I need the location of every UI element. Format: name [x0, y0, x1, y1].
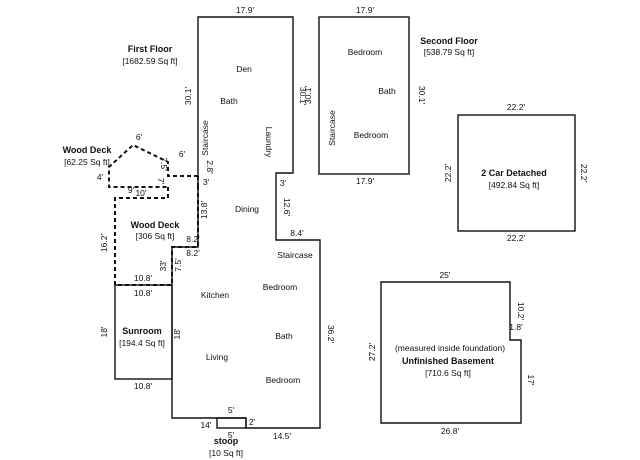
first-floor-dim-5a: 5' [228, 405, 235, 415]
basement-dim-top: 25' [439, 270, 450, 280]
basement-dim-right: 17' [526, 374, 536, 385]
wood-deck-small-title: Wood Deck [63, 145, 113, 155]
room-bedroom-1: Bedroom [263, 282, 298, 292]
basement-dim-left: 27.2' [367, 343, 377, 362]
garage-title: 2 Car Detached [481, 168, 547, 178]
garage-outline [457, 114, 576, 232]
wood-deck-small-dim-side: 7' [156, 178, 166, 185]
first-floor-dim-8-2a: 8.2' [186, 234, 200, 244]
wood-deck-small-dim-diag: 7.5' [159, 157, 169, 171]
sunroom-dim-top: 10.8' [134, 288, 153, 298]
garage-dim-bottom: 22.2' [507, 233, 526, 243]
wood-deck-small-dim-left: 4' [97, 172, 104, 182]
room-bath-lower: Bath [275, 331, 293, 341]
basement-dim-notch-top: 10.2' [516, 302, 526, 321]
first-floor-dim-13-8: 13.8' [199, 201, 209, 220]
first-floor-dim-right-upper: 30.1' [298, 87, 308, 106]
stoop-title: stoop [214, 436, 239, 446]
basement-area: [710.6 Sq ft] [425, 368, 471, 378]
second-room-staircase: Staircase [327, 110, 337, 146]
wood-deck-small-area: [62.25 Sq ft] [64, 157, 110, 167]
first-floor-dim-7-5-inner: 7.5' [173, 258, 183, 272]
sunroom-dim-left: 18' [99, 326, 109, 337]
second-floor-area: [538.79 Sq ft] [424, 47, 475, 57]
room-den: Den [236, 64, 252, 74]
wood-deck-small-dim-bottom: 9' [128, 185, 135, 195]
wood-deck-small-outline [108, 143, 198, 188]
wood-deck-small-dim-right-top: 6' [179, 149, 186, 159]
basement-dim-bottom: 26.8' [441, 426, 460, 436]
wood-deck-large-title: Wood Deck [131, 220, 181, 230]
garage-area: [492.84 Sq ft] [489, 180, 540, 190]
wood-deck-large-dim-top: 10' [135, 188, 146, 198]
second-room-bedroom-2: Bedroom [354, 130, 389, 140]
garage-dim-right: 22.2' [579, 164, 589, 183]
first-floor-dim-3b: 3' [203, 177, 210, 187]
room-bath-upper: Bath [220, 96, 238, 106]
room-staircase-left: Staircase [200, 120, 210, 156]
wood-deck-small-dim-2-8: 2.8' [205, 160, 215, 174]
first-floor-dim-2: 2' [249, 417, 256, 427]
second-floor-outline [318, 16, 410, 175]
first-floor-dim-8-4: 8.4' [290, 228, 304, 238]
first-floor-dim-8-2b: 8.2' [186, 248, 200, 258]
wood-deck-large-outline [114, 187, 199, 286]
first-floor-dim-left-upper: 30.1' [183, 87, 193, 106]
sunroom-outline [114, 284, 173, 380]
sunroom-area: [194.4 Sq ft] [119, 338, 165, 348]
room-living: Living [206, 352, 228, 362]
basement-dim-notch-side: 1.8' [509, 322, 523, 332]
room-laundry: Laundry [264, 127, 274, 158]
second-floor-dim-right: 30.1' [417, 86, 427, 105]
room-kitchen: Kitchen [201, 290, 230, 300]
second-room-bedroom-1: Bedroom [348, 47, 383, 57]
first-floor-title: First Floor [128, 44, 173, 54]
wood-deck-large-dim-left: 16.2' [99, 234, 109, 253]
first-floor-dim-top: 17.9' [236, 5, 255, 15]
wood-deck-large-area: [306 Sq ft] [136, 231, 175, 241]
second-floor-dim-top: 17.9' [356, 5, 375, 15]
second-room-bath: Bath [378, 86, 396, 96]
wood-deck-small-dim-top: 6' [136, 132, 143, 142]
first-floor-dim-5b: 5' [228, 430, 235, 440]
first-floor-dim-18-inner: 18' [172, 328, 182, 339]
first-floor-dim-12-6: 12.6' [282, 198, 292, 217]
sunroom-title: Sunroom [122, 326, 162, 336]
room-bedroom-2: Bedroom [266, 375, 301, 385]
basement-note: (measured inside foundation) [395, 343, 505, 353]
wood-deck-large-dim-bottom: 10.8' [134, 273, 153, 283]
first-floor-dim-3a: 3' [280, 178, 287, 188]
first-floor-dim-bottom: 14.5' [273, 431, 292, 441]
first-floor-area: [1682.59 Sq ft] [122, 56, 177, 66]
basement-outline [380, 281, 522, 424]
second-floor-dim-bottom: 17.9' [356, 176, 375, 186]
basement-title: Unfinished Basement [402, 356, 494, 366]
room-dining: Dining [235, 204, 259, 214]
garage-dim-top: 22.2' [507, 102, 526, 112]
sunroom-dim-bottom: 10.8' [134, 381, 153, 391]
first-floor-dim-right-lower: 36.2' [326, 325, 336, 344]
stoop-outline [216, 417, 247, 429]
garage-dim-left: 22.2' [443, 164, 453, 183]
room-staircase-right: Staircase [277, 250, 313, 260]
first-floor-dim-33: 33' [158, 260, 168, 271]
first-floor-outline [171, 16, 321, 429]
second-floor-dim-left: 30.1' [303, 86, 313, 105]
second-floor-title: Second Floor [420, 36, 478, 46]
first-floor-dim-14: 14' [200, 420, 211, 430]
stoop-area: [10 Sq ft] [209, 448, 243, 458]
